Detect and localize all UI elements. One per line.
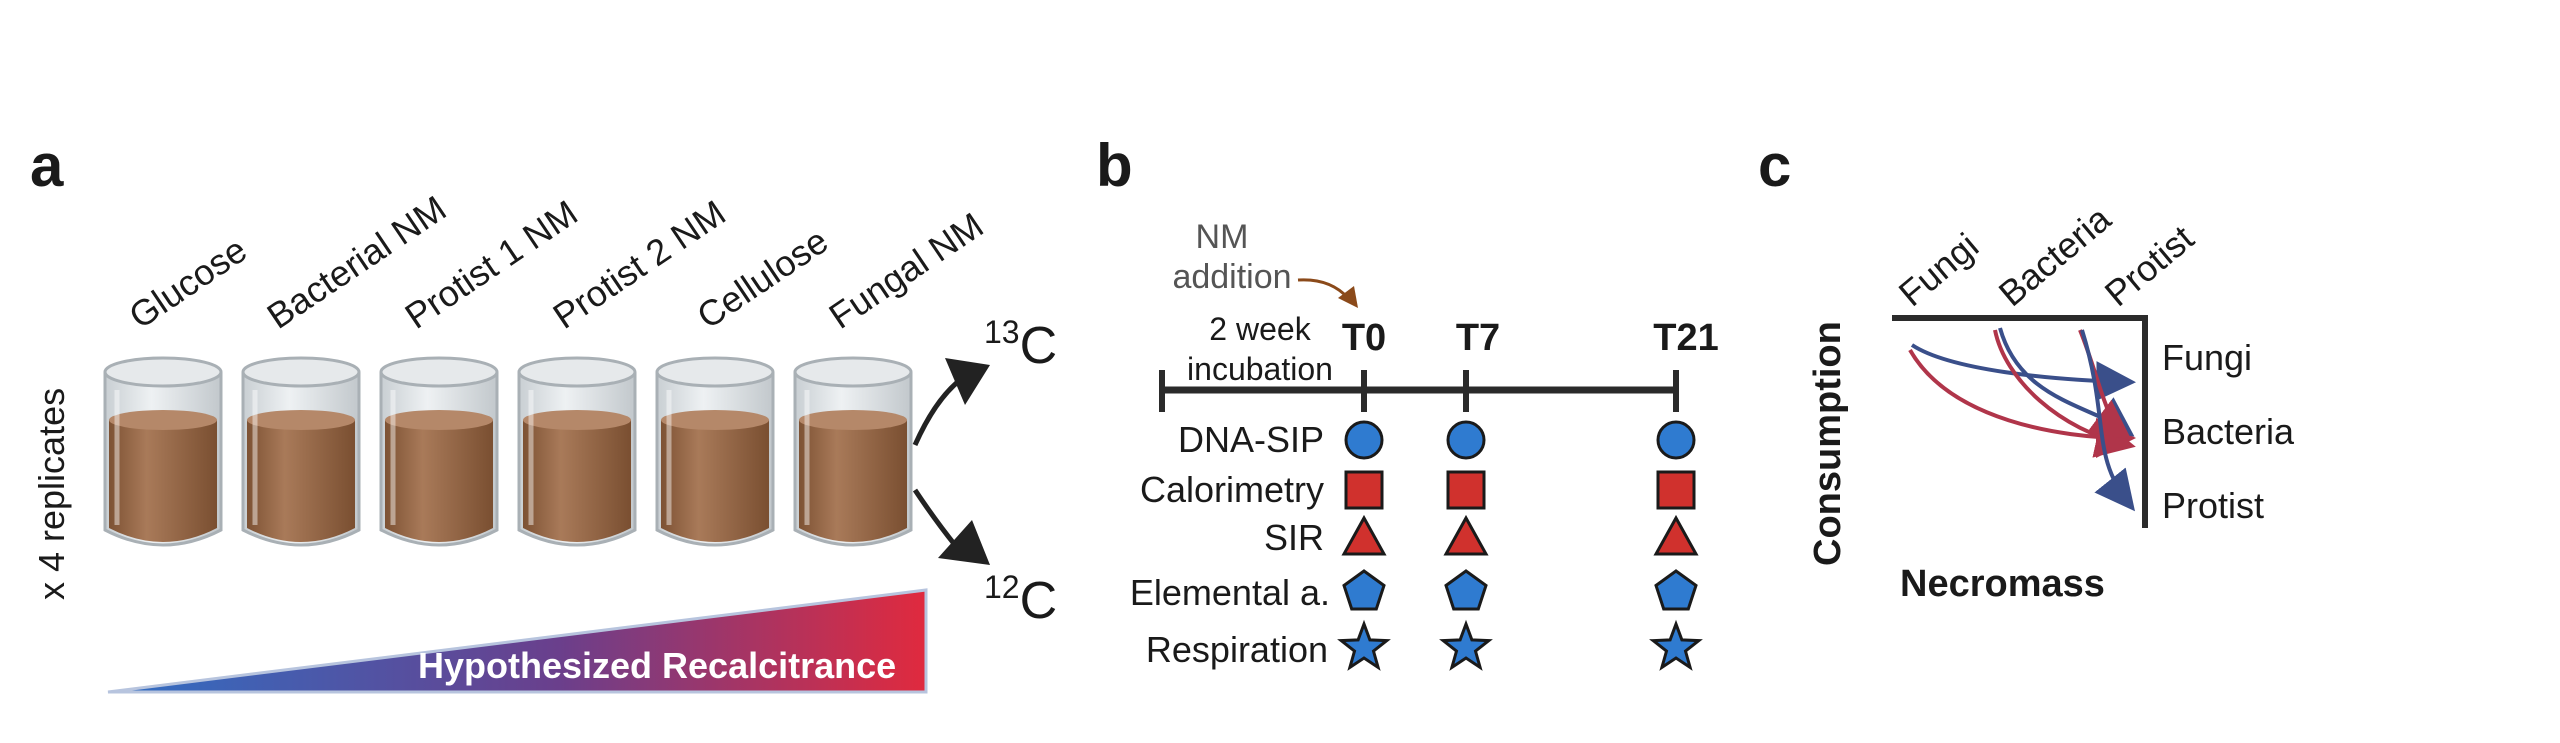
jar xyxy=(517,356,637,547)
symbol-square-t21 xyxy=(1656,470,1696,510)
incubation-line1: 2 week xyxy=(1209,311,1311,347)
panel-c: c Fungi Bacteria Protist Fungi Bacteria … xyxy=(1758,132,2295,605)
row-label-sir: SIR xyxy=(1264,517,1324,558)
jars xyxy=(103,356,913,547)
nm-addition-line2: addition xyxy=(1172,258,1291,296)
symbol-star-t7 xyxy=(1439,619,1493,671)
row-label-dna-sip: DNA-SIP xyxy=(1178,419,1324,460)
arrow-head-down xyxy=(938,520,990,565)
replicates-label: x 4 replicates xyxy=(31,388,72,600)
row-label-respiration: Respiration xyxy=(1146,629,1328,670)
measurement-symbols xyxy=(1337,420,1703,671)
symbol-circle-t0 xyxy=(1344,420,1384,460)
jar-rim xyxy=(379,356,499,388)
jar-rim xyxy=(241,356,361,388)
jar-soil-surface xyxy=(661,410,769,430)
symbol-triangle-t21 xyxy=(1653,514,1699,556)
panel-c-letter: c xyxy=(1758,132,1791,199)
nm-addition-arrow xyxy=(1297,278,1350,300)
timepoint-t0: T0 xyxy=(1342,317,1386,359)
symbol-square-t0 xyxy=(1344,470,1384,510)
symbol-square-t7 xyxy=(1446,470,1486,510)
symbol-circle-t21 xyxy=(1656,420,1696,460)
jar xyxy=(793,356,913,547)
symbol-pentagon-t0 xyxy=(1342,569,1386,611)
jar xyxy=(241,356,361,547)
arrow-head-up xyxy=(945,358,990,405)
necromass-bacteria: Bacteria xyxy=(2162,411,2295,452)
symbol-pentagon-t7 xyxy=(1444,569,1488,611)
necromass-protist: Protist xyxy=(2162,485,2264,526)
recalcitrance-gradient xyxy=(107,588,928,694)
incubation-line2: incubation xyxy=(1187,351,1333,387)
consumption-axis-label: Consumption xyxy=(1807,321,1849,566)
row-label-calorimetry: Calorimetry xyxy=(1140,469,1324,510)
jar-soil xyxy=(523,420,631,542)
symbol-star-t21 xyxy=(1649,619,1703,671)
panel-a: a x 4 replicates Glucose Bacterial NM Pr… xyxy=(30,132,1057,694)
necromass-fungi: Fungi xyxy=(2162,337,2252,378)
jar xyxy=(655,356,775,547)
panel-a-letter: a xyxy=(30,132,64,199)
jar-soil xyxy=(799,420,907,542)
symbol-star-t0 xyxy=(1337,619,1391,671)
jar-soil xyxy=(661,420,769,542)
timepoint-t21: T21 xyxy=(1653,317,1718,359)
jar-soil xyxy=(247,420,355,542)
symbol-triangle-t0 xyxy=(1341,514,1387,556)
jar-soil xyxy=(385,420,493,542)
jar-rim xyxy=(103,356,223,388)
jar-label-glucose: Glucose xyxy=(122,229,254,337)
isotope-12c-label: 12C xyxy=(984,569,1057,630)
jar-labels: Glucose Bacterial NM Protist 1 NM Protis… xyxy=(122,187,991,336)
jar-soil-surface xyxy=(109,410,217,430)
row-label-elemental: Elemental a. xyxy=(1130,572,1330,613)
jar xyxy=(379,356,499,547)
panel-b-letter: b xyxy=(1096,132,1133,199)
jar-label-fungal-nm: Fungal NM xyxy=(822,204,991,336)
jar-soil-surface xyxy=(799,410,907,430)
jar-rim xyxy=(655,356,775,388)
isotope-split-arrows xyxy=(912,358,990,565)
flow-protist-to-protist xyxy=(2080,329,2135,512)
jar-soil-surface xyxy=(523,410,631,430)
jar-soil-surface xyxy=(247,410,355,430)
consumer-bacteria: Bacteria xyxy=(1991,197,2119,314)
recalcitrance-label: Hypothesized Recalcitrance xyxy=(418,645,896,686)
jar-rim xyxy=(793,356,913,388)
timepoint-t7: T7 xyxy=(1456,317,1500,359)
consumer-fungi: Fungi xyxy=(1891,225,1986,314)
jar-soil-surface xyxy=(385,410,493,430)
jar-soil xyxy=(109,420,217,542)
symbol-triangle-t7 xyxy=(1443,514,1489,556)
nm-addition-line1: NM xyxy=(1196,218,1249,256)
nm-addition-arrowhead xyxy=(1338,286,1358,308)
jar xyxy=(103,356,223,547)
necromass-axis-label: Necromass xyxy=(1900,563,2105,605)
flow-bacteria-to-bacteria xyxy=(1993,329,2136,458)
panel-b: b NM addition 2 week incubation T0 T7 T2… xyxy=(1096,132,1719,671)
consumption-flows xyxy=(1908,327,2136,512)
isotope-13c-label: 13C xyxy=(984,314,1057,375)
symbol-circle-t7 xyxy=(1446,420,1486,460)
symbol-pentagon-t21 xyxy=(1654,569,1698,611)
jar-rim xyxy=(517,356,637,388)
